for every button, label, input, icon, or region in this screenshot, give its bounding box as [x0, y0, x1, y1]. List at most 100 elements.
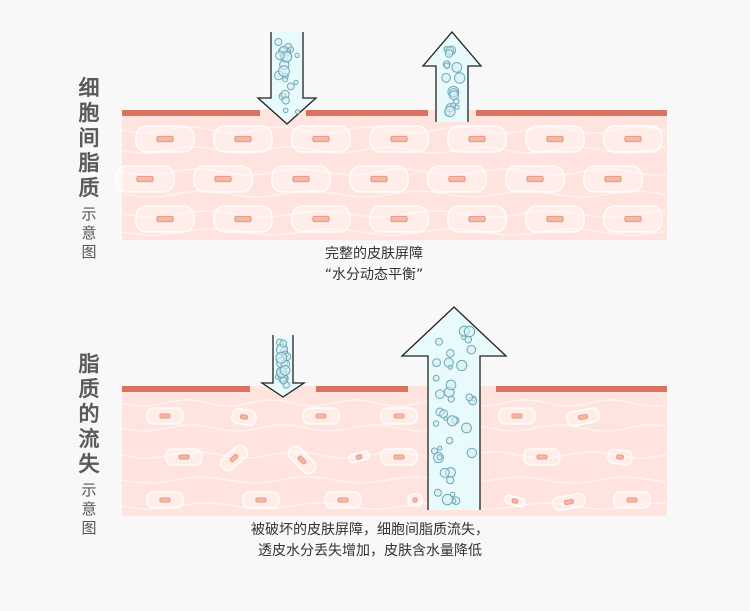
cell-nucleus — [468, 135, 486, 143]
water-bubble — [294, 52, 300, 59]
water-bubble — [275, 351, 288, 364]
title-char: 图 — [81, 243, 97, 261]
water-bubble — [439, 467, 450, 478]
water-bubble — [446, 476, 455, 485]
cell-nucleus — [577, 413, 589, 421]
water-out-arrow — [400, 306, 508, 510]
cell-nucleus — [526, 175, 544, 183]
cell-nucleus — [240, 414, 248, 420]
water-bubble — [279, 365, 291, 376]
water-bubble — [445, 436, 454, 445]
cell-nucleus — [412, 497, 418, 503]
panel-2-title-sub: 示意图 — [81, 481, 96, 538]
skin-cell — [504, 494, 526, 508]
water-bubble — [444, 49, 454, 58]
cell-nucleus — [626, 497, 638, 503]
cell-nucleus — [234, 135, 252, 143]
skin-cell — [607, 448, 633, 466]
cell-nucleus — [312, 135, 330, 143]
water-bubble — [445, 379, 457, 391]
water-bubble — [449, 491, 456, 497]
cell-nucleus — [178, 454, 190, 460]
water-bubble — [279, 377, 288, 385]
panel-2-caption-line-1: 被破坏的皮肤屏障，细胞间脂质流失， — [251, 522, 489, 538]
cell-nucleus — [297, 455, 307, 465]
lipid-barrier-segment — [306, 110, 428, 116]
skin-cell — [525, 125, 585, 153]
cell-nucleus — [624, 215, 642, 223]
panel-2-caption-line-2: 透皮水分丢失增加，皮肤含水量降低 — [258, 543, 482, 559]
water-bubble — [274, 38, 283, 46]
water-bubble — [449, 90, 459, 101]
water-bubble — [454, 72, 466, 84]
title-char: 示 — [81, 205, 97, 223]
cell-nucleus — [393, 413, 405, 419]
cell-nucleus — [234, 215, 252, 223]
water-bubble — [441, 73, 451, 83]
water-bubble — [435, 389, 445, 400]
cell-nucleus — [370, 175, 388, 183]
panel-1-caption: 完整的皮肤屏障 “水分动态平衡” — [240, 244, 508, 286]
skin-cell — [349, 165, 409, 193]
cell-nucleus — [156, 215, 174, 223]
water-bubble — [463, 325, 476, 338]
water-bubble — [443, 416, 448, 421]
cell-nucleus — [315, 413, 327, 419]
lipid-wave — [121, 502, 667, 510]
water-bubble — [432, 358, 442, 368]
intact-skin-panel — [115, 30, 667, 240]
skin-cell — [242, 491, 280, 509]
water-bubble — [295, 109, 300, 115]
cell-nucleus — [536, 454, 548, 460]
cell-nucleus — [255, 497, 267, 503]
water-bubble — [464, 336, 472, 344]
cell-nucleus — [355, 454, 363, 460]
skin-cell — [219, 444, 249, 472]
cell-nucleus — [624, 135, 642, 143]
water-bubble — [432, 374, 440, 382]
skin-cell — [369, 205, 429, 233]
water-bubble — [441, 493, 454, 506]
title-char: 质 — [78, 176, 100, 200]
arrow-shape — [421, 30, 483, 122]
water-bubble — [282, 76, 289, 83]
title-char: 的 — [78, 402, 100, 426]
cell-nucleus — [546, 135, 564, 143]
skin-cell — [566, 407, 600, 427]
water-in-arrow — [259, 335, 307, 398]
skin-cell — [135, 125, 195, 153]
skin-cell — [135, 205, 195, 233]
water-bubble — [444, 105, 456, 118]
lipid-wave — [121, 228, 667, 236]
lipid-wave — [121, 399, 667, 407]
cell-nucleus — [136, 175, 154, 183]
title-char: 意 — [81, 500, 97, 518]
skin-cell — [324, 491, 362, 509]
water-bubble — [446, 415, 458, 427]
lipid-wave — [121, 168, 667, 176]
skin-cell — [213, 125, 273, 153]
lipid-wave — [121, 476, 667, 484]
water-bubble — [465, 393, 474, 402]
skin-cell — [505, 165, 565, 193]
water-bubble — [456, 359, 468, 372]
skin-cell — [498, 407, 536, 425]
water-bubble — [293, 79, 299, 86]
skin-cell — [523, 448, 561, 466]
lipid-barrier-segment — [122, 386, 250, 392]
panel-2-caption: 被破坏的皮肤屏障，细胞间脂质流失， 透皮水分丢失增加，皮肤含水量降低 — [200, 520, 540, 562]
cell-nucleus — [292, 175, 310, 183]
skin-cell — [291, 205, 351, 233]
water-bubble — [466, 344, 477, 355]
panel-2-title: 脂质的流失 示意图 — [72, 352, 106, 538]
title-char: 细 — [78, 76, 100, 100]
skin-cell — [552, 492, 586, 512]
cell-nucleus — [563, 498, 575, 506]
title-char: 意 — [81, 224, 97, 242]
lipid-wave — [121, 146, 667, 154]
panel-1-caption-line-2: “水分动态平衡” — [324, 267, 424, 283]
water-out-arrow — [421, 30, 483, 122]
panel-1-title-main: 细胞间脂质 — [79, 76, 100, 201]
skin-cell — [613, 491, 651, 509]
